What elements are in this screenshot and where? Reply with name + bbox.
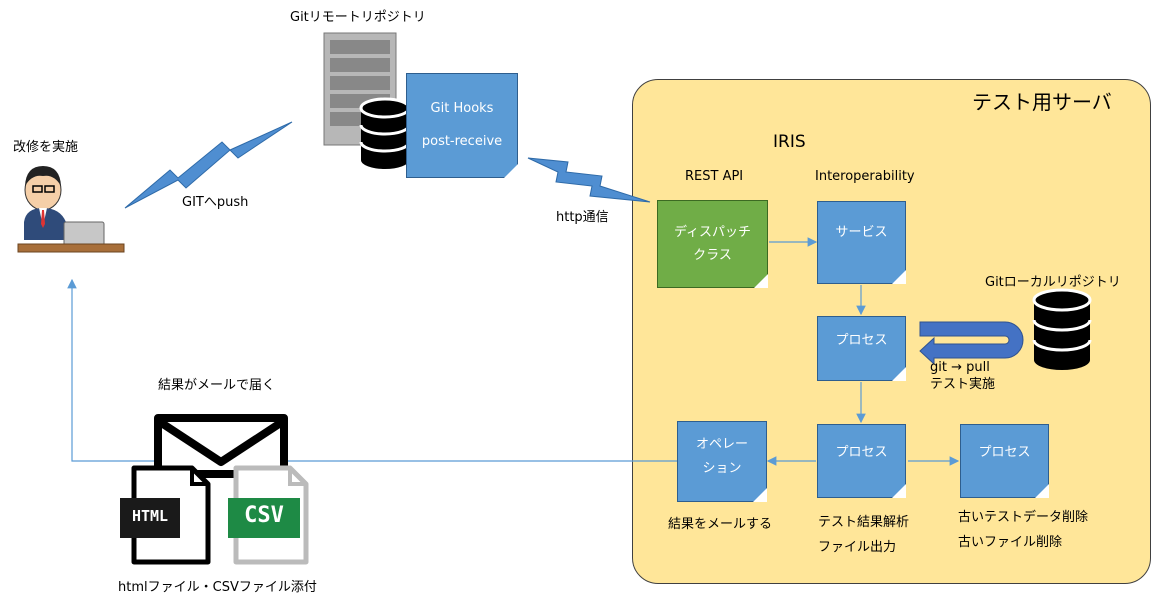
http-lightning-bolt xyxy=(527,157,651,203)
iris-label: IRIS xyxy=(773,132,806,152)
developer-label: 改修を実施 xyxy=(13,140,79,155)
operation-note: オペレー ション xyxy=(677,421,767,502)
process-cleanup-note: プロセス xyxy=(960,424,1049,498)
note-fold xyxy=(504,164,518,178)
operation-line1: オペレー xyxy=(695,437,748,453)
pull-line2: テスト実施 xyxy=(930,377,996,392)
mail-label: 結果がメールで届く xyxy=(158,378,276,393)
service-note: サービス xyxy=(817,201,906,284)
git-hooks-title: Git Hooks xyxy=(430,100,494,116)
html-file-icon xyxy=(120,465,211,565)
process-pull-note: プロセス xyxy=(817,316,906,381)
dispatch-line2: クラス xyxy=(693,248,732,263)
note-fold xyxy=(754,274,768,288)
interoperability-label: Interoperability xyxy=(815,169,915,184)
note-fold xyxy=(1035,484,1049,498)
process-analysis-label: プロセス xyxy=(835,444,888,460)
note-fold xyxy=(892,484,906,498)
arrow-operation-to-developer xyxy=(67,278,677,462)
note-fold xyxy=(892,270,906,284)
process-analysis-note: プロセス xyxy=(817,424,906,498)
local-repo-label: Gitローカルリポジトリ xyxy=(985,275,1121,290)
service-label: サービス xyxy=(835,225,888,241)
http-label: http通信 xyxy=(556,210,609,225)
pull-uturn-arrow xyxy=(919,321,1024,366)
process-pull-label: プロセス xyxy=(835,333,888,349)
note-fold xyxy=(892,367,906,381)
git-hooks-event: post-receive xyxy=(421,133,503,149)
push-label: GITへpush xyxy=(182,195,249,210)
cleanup-line1: 古いテストデータ削除 xyxy=(958,510,1089,525)
analysis-line1: テスト結果解析 xyxy=(818,515,910,530)
remote-repo-database-icon xyxy=(359,97,411,169)
html-badge-text: HTML xyxy=(131,507,169,525)
operation-line2: ション xyxy=(702,460,742,476)
cleanup-line2: 古いファイル削除 xyxy=(958,535,1063,550)
push-lightning-bolt xyxy=(124,121,293,209)
dispatch-class-note: ディスパッチ クラス xyxy=(657,200,768,288)
analysis-line2: ファイル出力 xyxy=(818,540,897,555)
git-remote-label: Gitリモートリポジトリ xyxy=(290,10,426,25)
process-cleanup-label: プロセス xyxy=(978,444,1031,460)
csv-file-icon xyxy=(228,465,309,565)
local-repo-database-icon xyxy=(1032,288,1092,370)
pull-line1: git → pull xyxy=(930,360,990,375)
developer-illustration xyxy=(17,166,125,253)
git-hooks-note: Git Hooks post-receive xyxy=(406,73,518,178)
note-fold xyxy=(753,488,767,502)
dispatch-line1: ディスパッチ xyxy=(673,224,752,240)
csv-badge-text: CSV xyxy=(244,503,284,528)
mail-action-label: 結果をメールする xyxy=(668,517,773,532)
attachments-label: htmlファイル・CSVファイル添付 xyxy=(118,580,317,595)
mail-envelope-icon xyxy=(154,414,288,478)
test-server-title: テスト用サーバ xyxy=(972,90,1112,114)
rest-api-label: REST API xyxy=(685,169,744,184)
